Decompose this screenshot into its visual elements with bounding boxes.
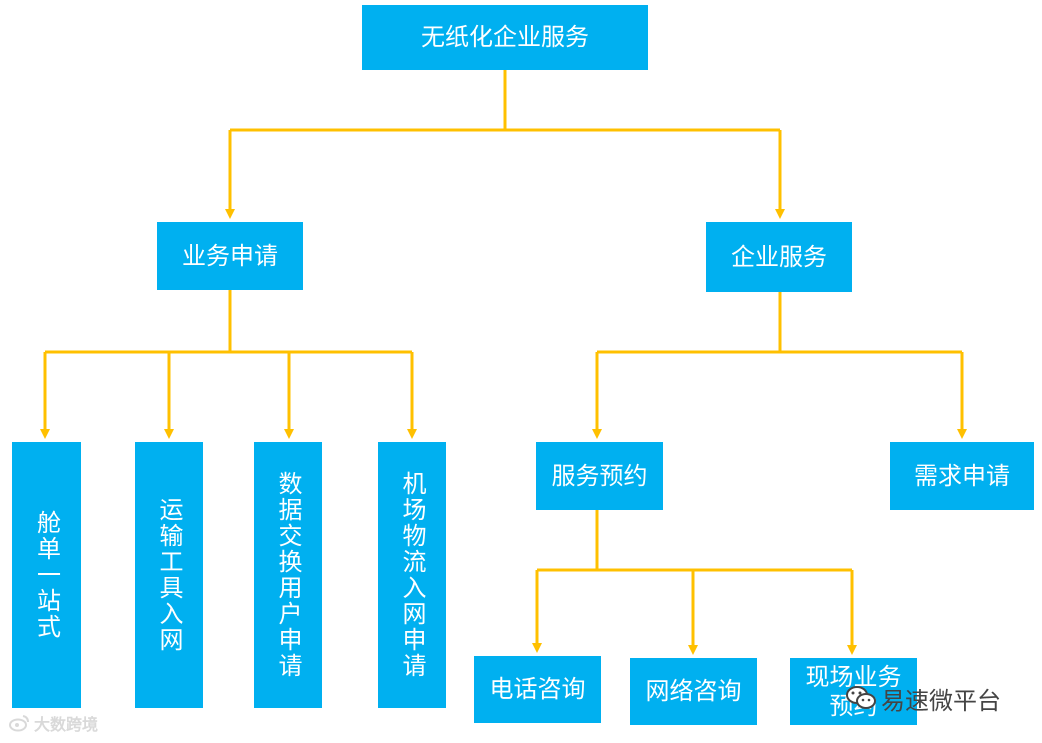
watermark-right-text: 易速微平台 <box>881 686 1001 715</box>
watermark-left-text: 大数跨境 <box>34 715 99 734</box>
phone-consult-label: 电话咨询 <box>489 675 586 704</box>
service-appointment-node: 服务预约 <box>536 442 663 510</box>
transport-network-node: 运输工具入网 <box>135 442 203 708</box>
enterprise-service-node: 企业服务 <box>706 222 852 292</box>
wechat-icon <box>846 686 876 709</box>
phone-consult-node: 电话咨询 <box>474 656 601 723</box>
data-exchange-node: 数据交换用户申请 <box>254 442 322 708</box>
watermark-right: 易速微平台 <box>845 680 1001 716</box>
manifest-one-stop-label: 舱单一站式 <box>32 510 61 640</box>
demand-application-label: 需求申请 <box>914 461 1010 490</box>
online-consult-node: 网络咨询 <box>630 658 757 725</box>
online-consult-label: 网络咨询 <box>645 677 742 706</box>
demand-application-node: 需求申请 <box>890 442 1034 510</box>
business-application-node: 业务申请 <box>157 222 303 290</box>
enterprise-service-label: 企业服务 <box>731 242 827 271</box>
data-exchange-label: 数据交换用户申请 <box>274 471 302 679</box>
weibo-icon <box>9 715 29 732</box>
business-application-label: 业务申请 <box>182 241 278 270</box>
watermark-left: 大数跨境 <box>8 710 98 736</box>
root-label: 无纸化企业服务 <box>421 23 589 52</box>
service-appointment-label: 服务预约 <box>551 461 648 490</box>
transport-network-label: 运输工具入网 <box>155 497 183 653</box>
manifest-one-stop-node: 舱单一站式 <box>12 442 81 708</box>
airport-logistics-node: 机场物流入网申请 <box>378 442 446 708</box>
root-node: 无纸化企业服务 <box>362 5 648 70</box>
airport-logistics-label: 机场物流入网申请 <box>398 471 426 679</box>
